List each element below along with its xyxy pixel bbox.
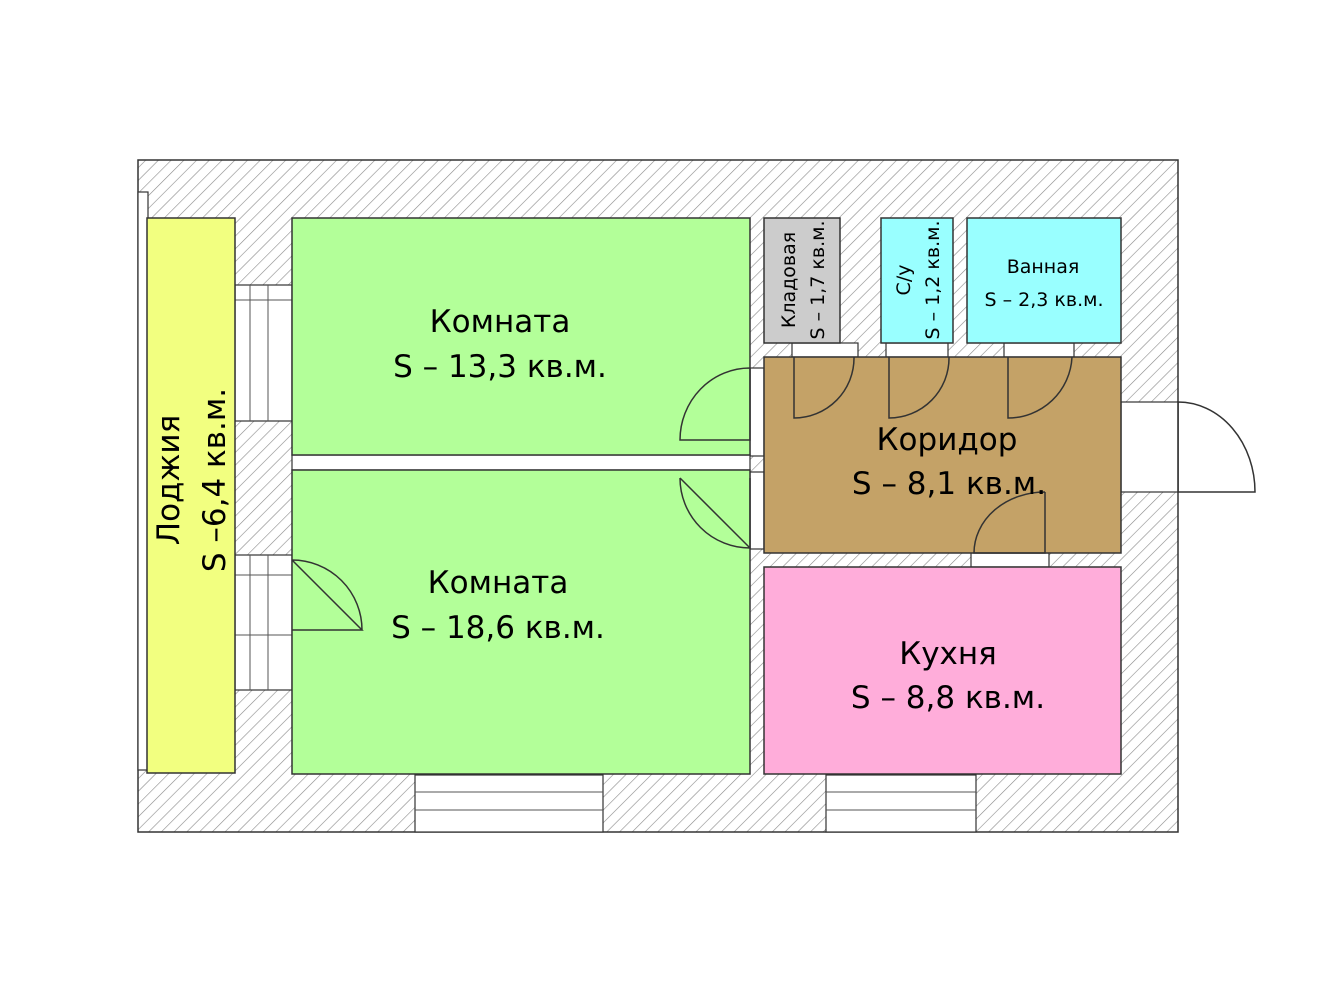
room2-name: Комната (428, 565, 569, 601)
storage-name: Кладовая (778, 232, 800, 328)
wc-label: С/у S – 1,2 кв.м. (893, 221, 944, 340)
room1-area (291, 217, 751, 456)
storage-area-text: S – 1,7 кв.м. (807, 221, 829, 340)
bath-area (966, 217, 1122, 344)
loggia-label: Лоджия S –6,4 кв.м. (151, 388, 233, 572)
loggia-area (146, 217, 236, 774)
room1-label: Комната S – 13,3 кв.м. (393, 304, 607, 385)
corridor-label: Коридор S – 8,1 кв.м. (852, 422, 1046, 502)
room2-area-text: S – 18,6 кв.м. (391, 610, 605, 646)
corridor-area-text: S – 8,1 кв.м. (852, 466, 1046, 502)
wc-area (880, 217, 954, 344)
storage-label: Кладовая S – 1,7 кв.м. (778, 221, 829, 340)
room1-name: Комната (430, 304, 571, 340)
kitchen-area-text: S – 8,8 кв.м. (851, 680, 1045, 716)
room1-area-text: S – 13,3 кв.м. (393, 349, 607, 385)
wc-area-text: S – 1,2 кв.м. (922, 221, 944, 340)
loggia-area-text: S –6,4 кв.м. (197, 388, 233, 572)
wall-openings (137, 191, 1179, 833)
kitchen-label: Кухня S – 8,8 кв.м. (851, 636, 1045, 716)
loggia-name: Лоджия (151, 415, 187, 545)
kitchen-area (763, 566, 1122, 775)
bath-area-text: S – 2,3 кв.м. (985, 289, 1104, 311)
corridor-name: Коридор (877, 422, 1018, 458)
storage-area (763, 217, 841, 344)
room2-label: Комната S – 18,6 кв.м. (391, 565, 605, 646)
bath-label: Ванная S – 2,3 кв.м. (985, 256, 1104, 311)
bath-name: Ванная (1007, 256, 1080, 278)
wc-name: С/у (893, 265, 915, 296)
kitchen-name: Кухня (899, 636, 997, 672)
room2-area (291, 469, 751, 775)
doors (291, 356, 1256, 631)
